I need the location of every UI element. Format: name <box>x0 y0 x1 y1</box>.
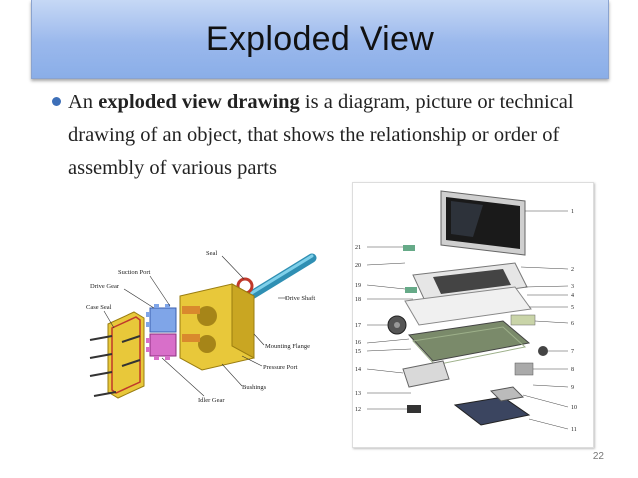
drive-gear-shape <box>146 304 177 333</box>
label-idler-gear: Idler Gear <box>198 397 225 404</box>
callout-16: 16 <box>355 340 361 346</box>
callout-3: 3 <box>571 284 574 290</box>
bushing-shape <box>182 306 200 314</box>
connector-shape <box>407 405 421 413</box>
callout-1: 1 <box>571 209 574 215</box>
label-mounting-flange: Mounting Flange <box>265 343 310 350</box>
hard-drive-shape <box>489 386 525 402</box>
callout-13: 13 <box>355 391 361 397</box>
cover-plate-shape <box>514 362 534 376</box>
case-cover-shape <box>107 311 145 399</box>
bullet-paragraph: An exploded view drawing is a diagram, p… <box>52 86 588 185</box>
label-pressure-port: Pressure Port <box>263 364 298 371</box>
bolts-shape <box>89 335 141 397</box>
speaker-shape <box>538 346 548 356</box>
leader-lines-right <box>520 210 569 430</box>
bullet-icon <box>52 97 61 106</box>
pump-port-hole-lower <box>198 335 216 353</box>
laptop-exploded-drawing: 1 2 3 4 5 6 7 8 9 10 11 21 20 19 18 17 1… <box>352 182 594 448</box>
callout-21: 21 <box>355 245 361 251</box>
drive-shaft-shape <box>237 253 317 306</box>
slide-title: Exploded View <box>205 19 435 58</box>
battery-shape <box>453 396 531 426</box>
leader-lines-left <box>366 246 413 410</box>
drive-shaft-highlight <box>240 254 314 301</box>
callout-18: 18 <box>355 297 361 303</box>
motherboard-trace-shape <box>412 326 527 366</box>
screen-reflection-shape <box>451 201 483 237</box>
pump-port-hole <box>197 306 217 326</box>
callout-4: 4 <box>571 293 574 299</box>
bullet-text: is a diagram, picture or technical drawi… <box>68 91 574 179</box>
callout-11: 11 <box>571 427 577 433</box>
card-shape <box>405 287 417 293</box>
label-drive-shaft: Drive Shaft <box>285 295 315 302</box>
case-seal-shape <box>111 316 141 394</box>
keyboard-keys-shape <box>433 269 511 294</box>
idler-gear-shape <box>146 333 177 360</box>
motherboard-shape <box>407 320 531 362</box>
title-bar: Exploded View <box>31 0 609 79</box>
leader-lines <box>103 255 287 397</box>
callout-20: 20 <box>355 263 361 269</box>
label-suction-port: Suction Port <box>118 269 151 276</box>
small-board-shape <box>510 314 536 326</box>
right-number-labels: 1 2 3 4 5 6 7 8 9 10 11 <box>571 209 577 433</box>
pump-body-side <box>231 283 255 359</box>
bushing-shape-lower <box>182 334 200 342</box>
page-number: 22 <box>592 451 604 462</box>
callout-10: 10 <box>571 405 577 411</box>
label-drive-gear: Drive Gear <box>90 283 120 290</box>
callout-19: 19 <box>355 283 361 289</box>
callout-6: 6 <box>571 321 574 327</box>
callout-8: 8 <box>571 367 574 373</box>
callout-15: 15 <box>355 349 361 355</box>
antenna-shape <box>403 245 415 251</box>
optical-drive-shape <box>402 360 450 388</box>
palmrest-shape <box>404 286 532 326</box>
bullet-bold-term: exploded view drawing <box>98 91 300 113</box>
callout-12: 12 <box>355 407 361 413</box>
bullet-prefix: An <box>68 91 99 113</box>
gear-pump-exploded-drawing: Seal Suction Port Drive Gear Case Seal D… <box>86 250 317 404</box>
fan-hub-shape <box>394 322 400 328</box>
label-bushings: Bushings <box>242 384 267 391</box>
callout-9: 9 <box>571 385 574 391</box>
callout-5: 5 <box>571 305 574 311</box>
callout-7: 7 <box>571 349 574 355</box>
label-seal: Seal <box>206 250 217 257</box>
left-number-labels: 21 20 19 18 17 16 15 14 13 12 <box>355 245 361 413</box>
callout-2: 2 <box>571 267 574 273</box>
callout-17: 17 <box>355 323 361 329</box>
callout-14: 14 <box>355 367 361 373</box>
label-case-seal: Case Seal <box>86 304 112 311</box>
